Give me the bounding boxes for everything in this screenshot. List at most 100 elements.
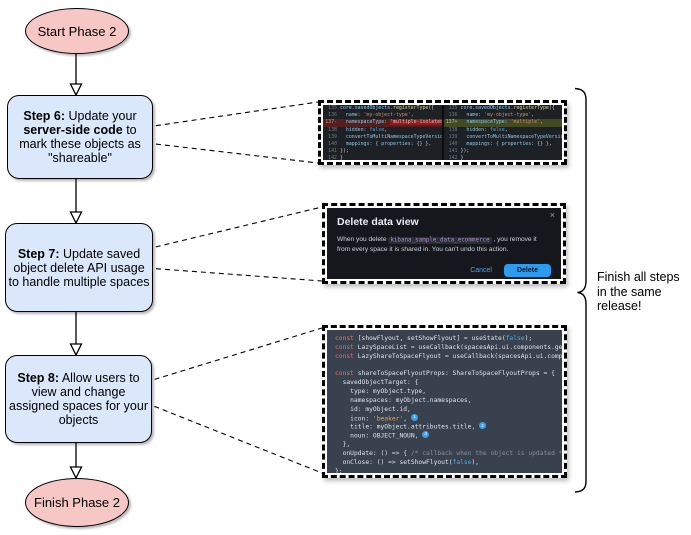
code-line: const LazyShareToSpaceFlyout = useCallba…: [335, 352, 562, 360]
diff-row: 142 }: [444, 155, 563, 160]
diff-line-number: 142: [448, 155, 458, 160]
code-line: },: [335, 441, 351, 449]
diff-code-line: hidden: false,: [340, 126, 388, 133]
code-line: icon: 'beaker', 1: [335, 413, 562, 424]
diff-code-line: mappings: { properties: {} },: [460, 140, 552, 147]
modal-footer: Cancel Delete: [337, 263, 551, 277]
diff-code-line: core.savedObjects.registerType({: [460, 105, 555, 111]
diff-line-number: 142: [328, 155, 337, 160]
code-screenshot: const [showFlyout, setShowFlyout] = useS…: [327, 330, 562, 473]
diff-row: 141 });: [323, 148, 442, 155]
diff-row: 138 hidden: false,: [323, 127, 442, 134]
diff-panel-after: 135 core.savedObjects.registerType({ 136…: [441, 105, 563, 160]
step-6-prefix: Step 6:: [23, 109, 66, 123]
diff-row: 135 core.savedObjects.registerType({: [444, 105, 563, 112]
step-7-label: Step 7: Update saved object delete API u…: [8, 247, 150, 289]
start-node: Start Phase 2: [25, 8, 129, 54]
modal-body-text-tail: , you remove it from every space it is s…: [337, 236, 537, 253]
modal-body: When you delete kibana_sample_data_ecomm…: [337, 235, 551, 255]
modal-screenshot-frame: × Delete data view When you delete kiban…: [322, 203, 566, 284]
diff-line-number: 139: [448, 133, 458, 140]
modal-title: Delete data view: [337, 216, 419, 228]
diff-line-number: 137+: [445, 119, 458, 126]
data-view-name-chip: kibana_sample_data_ecommerce: [388, 236, 492, 244]
diff-code-line: }: [460, 155, 464, 160]
modal-body-text: When you delete: [337, 236, 389, 243]
close-icon[interactable]: ×: [549, 210, 555, 220]
diff-code-line: name: 'my-object-type',: [340, 112, 414, 119]
code-line: type: myObject.type,: [335, 388, 426, 396]
step-7-text: Update saved object delete API usage to …: [8, 246, 150, 289]
step-6-text: Update your: [65, 109, 137, 123]
arrowhead-icon: [69, 211, 83, 225]
diff-line-number: 139: [328, 133, 337, 140]
code-line: noun: OBJECT_NOUN, 3: [335, 431, 562, 441]
diff-line-number: 140: [328, 140, 337, 147]
code-line: savedObjectTarget: {: [335, 379, 419, 387]
finish-node-label: Finish Phase 2: [34, 495, 120, 510]
diff-code-line: convertToMultiNamespaceTypeVersion: ': [340, 133, 442, 140]
cancel-button[interactable]: Cancel: [470, 266, 492, 274]
step-7-prefix: Step 7:: [17, 246, 60, 261]
diff-line-number: 140: [448, 140, 458, 147]
step-7-node: Step 7: Update saved object delete API u…: [5, 223, 153, 312]
arrowhead-icon: [69, 466, 83, 480]
diff-row: 136 name: 'my-object-type',: [323, 112, 442, 119]
diff-row: 142 }: [323, 155, 442, 160]
code-line: onUpdate: () => { /* callback when the o…: [335, 449, 562, 457]
diff-code-line: namespaceType: 'multiple',: [460, 119, 543, 126]
diff-row: 137+ namespaceType: 'multiple',: [443, 119, 562, 127]
diff-line-number: 136: [448, 112, 458, 119]
step-6-node: Step 6: Update your server-side code to …: [7, 95, 153, 179]
diff-line-number: 136: [328, 112, 337, 119]
diff-line-number: 141: [448, 148, 458, 155]
callout-connector: [146, 206, 323, 250]
callout-connector: [146, 267, 323, 282]
step-6-emphasis: server-side code: [23, 123, 123, 137]
code-line: const [showFlyout, setShowFlyout] = useS…: [335, 335, 533, 342]
step-6-text-tail: to mark these objects as "shareable": [19, 123, 141, 165]
code-line: const shareToSpaceFlyoutProps: ShareToSp…: [335, 370, 555, 378]
diff-code-line: name: 'my-object-type',: [460, 112, 535, 119]
diff-line-number: 135: [448, 105, 458, 111]
code-line: id: myObject.id,: [335, 405, 411, 413]
brace-annotation: Finish all steps in the same release!: [597, 270, 680, 313]
step-6-label: Step 6: Update your server-side code to …: [10, 109, 150, 165]
arrowhead-icon: [69, 343, 83, 357]
diff-line-number: 137-: [325, 119, 337, 126]
diff-code-line: core.savedObjects.registerType({: [340, 105, 435, 111]
diff-row: 140 mappings: { properties: {} },: [444, 141, 563, 148]
step-8-text: Allow users to view and change assigned …: [9, 371, 148, 427]
diff-row: 135 core.savedObjects.registerType({: [323, 105, 442, 112]
diff-code-line: hidden: false,: [460, 126, 508, 133]
diff-line-number: 138: [448, 126, 458, 133]
diff-screenshot: 135 core.savedObjects.registerType({ 136…: [323, 105, 562, 160]
diff-line-number: 141: [328, 148, 337, 155]
code-line: namespaces: myObject.namespaces,: [335, 396, 472, 404]
diff-row: 141 });: [444, 148, 563, 155]
callout-connector: [146, 142, 319, 164]
code-line: };: [335, 467, 343, 473]
step-8-label: Step 8: Allow users to view and change a…: [8, 371, 149, 427]
diff-code-line: convertToMultiNamespaceTypeVersion: ': [460, 133, 562, 140]
diff-line-number: 138: [328, 126, 337, 133]
arrowhead-icon: [69, 83, 83, 97]
diff-code-line: });: [340, 148, 349, 155]
diff-code-line: mappings: { properties: {} },: [340, 140, 432, 147]
code-line: const LazySpaceList = useCallback(spaces…: [335, 343, 562, 351]
code-line: title: myObject.attributes.title, 2: [335, 422, 562, 432]
diff-row: 140 mappings: { properties: {} },: [323, 141, 442, 148]
diff-row: 139 convertToMultiNamespaceTypeVersion: …: [444, 133, 562, 141]
brace: [574, 87, 587, 493]
diff-row: 138 hidden: false,: [444, 127, 563, 134]
diff-code-line: }: [340, 155, 343, 160]
diff-screenshot-frame: 135 core.savedObjects.registerType({ 136…: [318, 100, 567, 165]
start-node-label: Start Phase 2: [37, 23, 117, 39]
diff-panel-before: 135 core.savedObjects.registerType({ 136…: [323, 105, 442, 160]
delete-button[interactable]: Delete: [503, 263, 551, 277]
step-8-prefix: Step 8:: [17, 371, 60, 385]
callout-connector: [145, 327, 323, 383]
finish-node: Finish Phase 2: [25, 478, 129, 527]
